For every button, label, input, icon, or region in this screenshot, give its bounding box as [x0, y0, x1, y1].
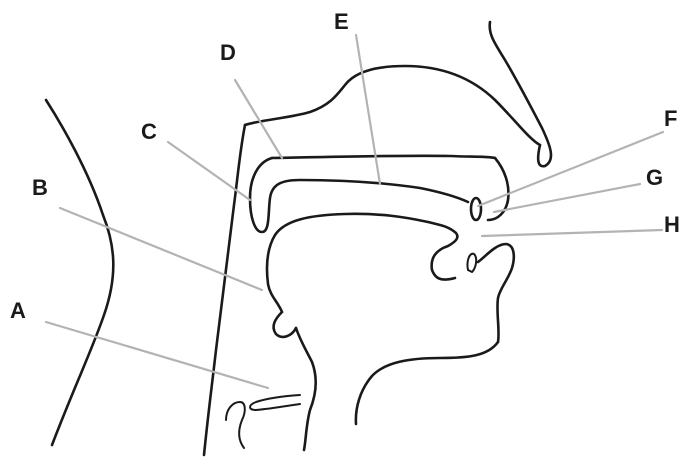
nasal-cavity-outline — [245, 66, 540, 145]
tongue-outline — [267, 214, 457, 312]
nose-outline — [490, 22, 551, 166]
pharyngeal-wall-outline — [204, 125, 245, 455]
soft-palate-outline — [250, 158, 468, 232]
label-d: D — [220, 40, 236, 65]
label-e: E — [334, 9, 349, 34]
hard-palate-outline — [272, 156, 495, 158]
label-c: C — [141, 119, 157, 144]
lower-tooth — [467, 254, 476, 272]
leader-line-g — [494, 184, 640, 212]
esophagus-outline — [226, 402, 245, 448]
larynx-outline — [296, 328, 316, 450]
label-f: F — [664, 106, 677, 131]
label-h: H — [664, 212, 680, 237]
leader-line-h — [482, 230, 662, 236]
label-a: A — [10, 298, 26, 323]
vocal-fold-outline — [250, 395, 300, 410]
label-b: B — [32, 175, 48, 200]
chin-neck-outline — [356, 342, 498, 424]
epiglottis-outline — [274, 312, 296, 337]
back-of-neck-outline — [46, 100, 113, 445]
leader-line-e — [356, 35, 380, 184]
upper-tooth — [471, 198, 481, 220]
label-g: G — [646, 165, 663, 190]
lower-lip-outline — [478, 244, 514, 342]
leader-line-f — [478, 132, 663, 206]
